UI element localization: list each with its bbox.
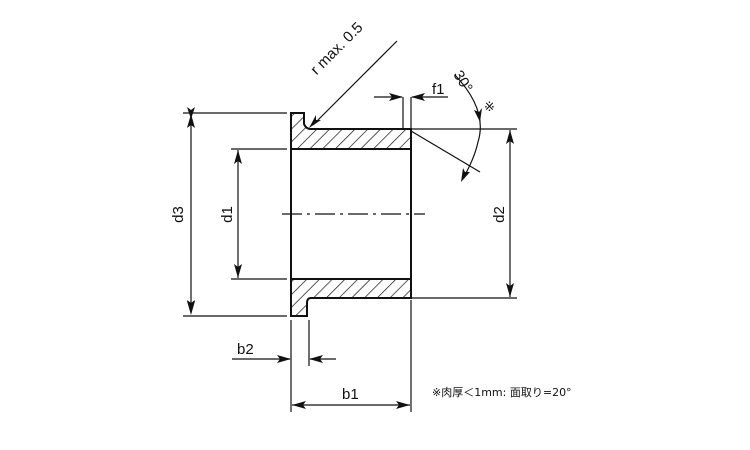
chamfer-mark: ※: [484, 99, 495, 114]
dim-d2-label: d2: [490, 206, 508, 223]
dim-b1-label: b1: [342, 386, 359, 403]
bottom-wall-section: [290, 278, 412, 317]
dim-d3-label: d3: [169, 206, 187, 223]
angle-arc: [454, 74, 481, 181]
dim-f1-label: f1: [432, 81, 445, 98]
dim-b2-label: b2: [237, 341, 254, 358]
top-wall-section: [290, 112, 412, 150]
footnote: ※肉厚＜1mm: 面取り=20°: [432, 386, 572, 399]
dim-d1-label: d1: [218, 206, 236, 223]
